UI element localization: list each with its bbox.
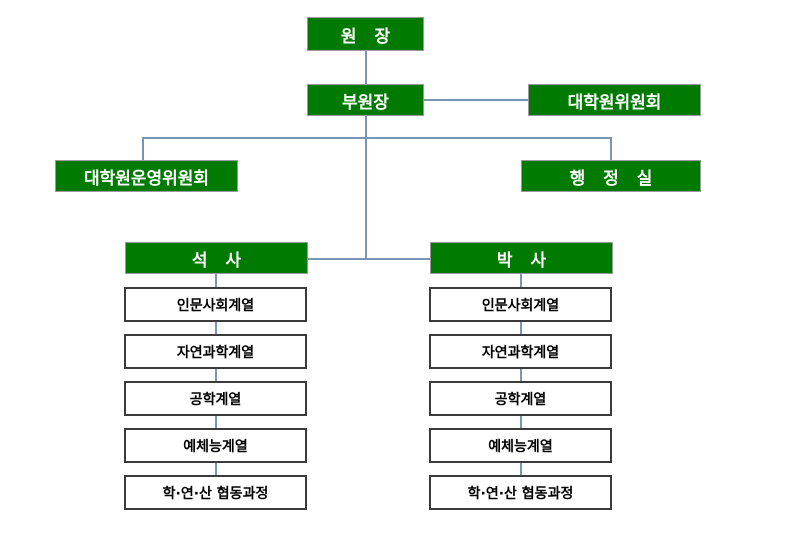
node-graduate-committee[interactable]: 대학원위원회 [528, 84, 701, 116]
doctorate-program-item[interactable]: 학·연·산 협동과정 [429, 475, 612, 510]
connector-doctorate-spine-1 [520, 273, 522, 287]
connector-vice-trunk [365, 116, 367, 260]
doctorate-program-item[interactable]: 공학계열 [429, 381, 612, 416]
connector-bus-to-admin-office [610, 137, 612, 160]
node-admin-office[interactable]: 행 정 실 [521, 160, 701, 192]
connector-level3-bus [142, 137, 612, 139]
connector-doctorate-spine-5 [520, 463, 522, 475]
masters-program-item[interactable]: 인문사회계열 [124, 287, 307, 322]
masters-program-item[interactable]: 자연과학계열 [124, 334, 307, 369]
doctorate-program-item[interactable]: 예체능계열 [429, 428, 612, 463]
node-masters[interactable]: 석 사 [125, 242, 308, 274]
doctorate-program-item[interactable]: 인문사회계열 [429, 287, 612, 322]
connector-masters-doctorate-bus [307, 258, 431, 260]
connector-masters-spine-3 [215, 369, 217, 381]
doctorate-program-item[interactable]: 자연과학계열 [429, 334, 612, 369]
connector-director-to-vice [365, 51, 367, 84]
connector-masters-spine-4 [215, 416, 217, 428]
connector-masters-spine-2 [215, 322, 217, 334]
node-director[interactable]: 원 장 [307, 17, 424, 51]
node-doctorate[interactable]: 박 사 [430, 242, 613, 274]
connector-masters-spine-1 [215, 273, 217, 287]
connector-doctorate-spine-2 [520, 322, 522, 334]
masters-program-item[interactable]: 공학계열 [124, 381, 307, 416]
connector-doctorate-spine-4 [520, 416, 522, 428]
connector-vice-to-graduate-committee [424, 99, 529, 101]
connector-bus-to-steering-committee [142, 137, 144, 160]
masters-program-item[interactable]: 예체능계열 [124, 428, 307, 463]
connector-masters-spine-5 [215, 463, 217, 475]
node-steering-committee[interactable]: 대학원운영위원회 [55, 160, 238, 192]
node-vice-director[interactable]: 부원장 [307, 84, 424, 116]
masters-program-item[interactable]: 학·연·산 협동과정 [124, 475, 307, 510]
connector-doctorate-spine-3 [520, 369, 522, 381]
